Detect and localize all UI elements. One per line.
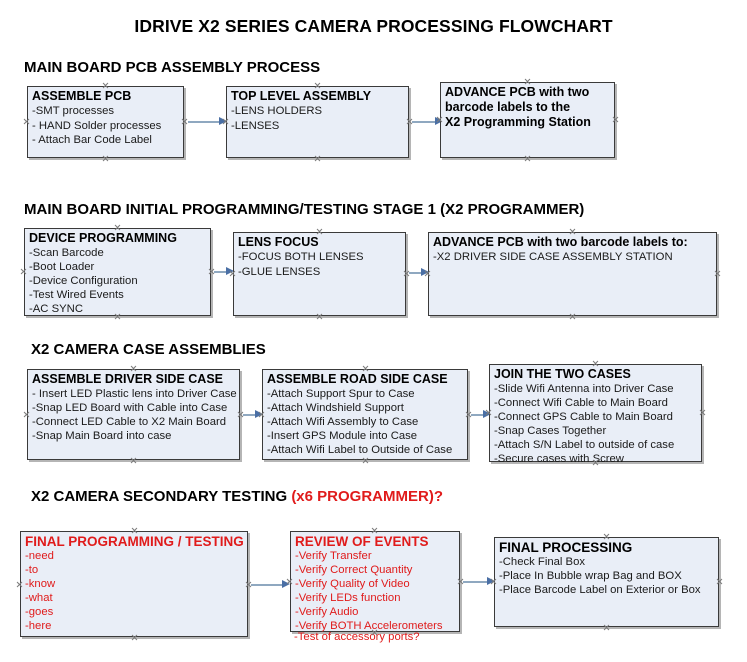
node-line: -Verify Transfer: [295, 550, 372, 562]
node-title: REVIEW OF EVENTS: [295, 534, 429, 549]
node-line: -Place In Bubble wrap Bag and BOX: [499, 570, 682, 582]
node-line: -AC SYNC: [29, 303, 83, 315]
node-title: ASSEMBLE ROAD SIDE CASE: [267, 372, 448, 386]
node-line: -GLUE LENSES: [238, 265, 321, 278]
arrow-line-lens-focus-to-advance-pcb: [409, 272, 423, 274]
node-line: -here: [25, 620, 52, 632]
node-line: -know: [25, 578, 56, 590]
node-line: -Device Configuration: [29, 275, 138, 287]
arrow-head-lens-focus-to-advance-pcb: [421, 268, 429, 276]
arrow-line-device-programming-to-lens-focus: [214, 271, 228, 273]
arrow-head-driver-side-to-road-side: [255, 410, 263, 418]
node-line: -need: [25, 550, 54, 562]
arrow-head-top-level-assembly-to-advance-pcb: [435, 117, 443, 125]
node-line: - Insert LED Plastic lens into Driver Ca…: [32, 388, 237, 400]
arrow-head-device-programming-to-lens-focus: [226, 267, 234, 275]
node-line: -Connect LED Cable to X2 Main Board: [32, 416, 227, 428]
node-title: DEVICE PROGRAMMING: [29, 231, 177, 245]
node-top-level-assembly[interactable]: TOP LEVEL ASSEMBLY -LENS HOLDERS -LENSES: [226, 86, 409, 158]
arrow-head-final-programming-to-review-of-events: [282, 580, 290, 588]
arrow-head-road-side-to-join-cases: [483, 410, 491, 418]
node-line: -Connect GPS Cable to Main Board: [494, 411, 673, 423]
section-heading-text: X2 CAMERA SECONDARY TESTING: [31, 488, 292, 505]
node-line: -Verify LEDs function: [295, 592, 401, 604]
section-heading-text: X2 CAMERA CASE ASSEMBLIES: [31, 341, 266, 358]
arrow-line-driver-side-to-road-side: [243, 414, 257, 416]
node-advance-pcb-to-x2-programming-station[interactable]: ADVANCE PCB with two barcode labels to t…: [440, 82, 615, 158]
node-assemble-pcb[interactable]: ASSEMBLE PCB -SMT processes - HAND Solde…: [27, 86, 184, 158]
node-line: -Verify BOTH Accelerometers: [295, 620, 443, 632]
arrow-head-assemble-pcb-to-top-level-assembly: [219, 117, 227, 125]
section-heading-main-board-pcb-assembly-process: MAIN BOARD PCB ASSEMBLY PROCESS: [24, 59, 320, 76]
node-line: -to: [25, 564, 39, 576]
arrow-line-assemble-pcb-to-top-level-assembly: [188, 121, 221, 123]
node-lens-focus[interactable]: LENS FOCUS -FOCUS BOTH LENSES -GLUE LENS…: [233, 232, 406, 316]
node-line: -Place Barcode Label on Exterior or Box: [499, 584, 701, 596]
node-line: -Verify Correct Quantity: [295, 564, 413, 576]
node-join-the-two-cases[interactable]: JOIN THE TWO CASES -Slide Wifi Antenna i…: [489, 364, 702, 465]
node-line: -Attach Wifi Assembly to Case: [267, 416, 419, 428]
node-line: -Attach S/N Label to outside of case: [494, 439, 675, 451]
node-overflow-line-review-of-events: -Test of accessory ports?: [294, 631, 420, 643]
node-title: LENS FOCUS: [238, 235, 319, 249]
node-line: -Secure cases with Screw: [494, 453, 624, 465]
node-line: -Attach Support Spur to Case: [267, 388, 415, 400]
section-heading-text: MAIN BOARD PCB ASSEMBLY PROCESS: [24, 59, 321, 76]
section-heading-text: MAIN BOARD INITIAL PROGRAMMING/TESTING S…: [24, 201, 585, 218]
node-line: -Attach Windshield Support: [267, 402, 404, 414]
node-line: -Scan Barcode: [29, 247, 104, 259]
node-title: FINAL PROCESSING: [499, 540, 633, 555]
section-heading-accent: (x6 PROGRAMMER)?: [291, 488, 443, 505]
node-assemble-driver-side-case[interactable]: ASSEMBLE DRIVER SIDE CASE - Insert LED P…: [27, 369, 240, 460]
node-line: -Verify Audio: [295, 606, 359, 618]
node-title: ADVANCE PCB with two: [445, 85, 590, 99]
node-advance-pcb-to-driver-side-case-assembly[interactable]: ADVANCE PCB with two barcode labels to: …: [428, 232, 717, 316]
node-title: JOIN THE TWO CASES: [494, 367, 631, 381]
node-line: - Attach Bar Code Label: [32, 134, 152, 147]
node-title-line3: X2 Programming Station: [445, 115, 591, 129]
node-line: -Test Wired Events: [29, 289, 124, 301]
node-title: TOP LEVEL ASSEMBLY: [231, 89, 372, 103]
arrow-line-road-side-to-join-cases: [471, 414, 485, 416]
section-heading-x2-camera-case-assemblies: X2 CAMERA CASE ASSEMBLIES: [31, 341, 266, 358]
node-final-programming-testing[interactable]: FINAL PROGRAMMING / TESTING -need -to -k…: [20, 531, 248, 637]
node-line: -Connect Wifi Cable to Main Board: [494, 397, 668, 409]
node-title-line2: barcode labels to the: [445, 100, 571, 114]
node-line: -Snap Main Board into case: [32, 430, 172, 442]
section-heading-main-board-initial-programming-testing-stage-1: MAIN BOARD INITIAL PROGRAMMING/TESTING S…: [24, 201, 584, 218]
node-title: ASSEMBLE PCB: [32, 89, 132, 103]
node-title: FINAL PROGRAMMING / TESTING: [25, 534, 244, 549]
node-line: -Insert GPS Module into Case: [267, 430, 418, 442]
node-line: -FOCUS BOTH LENSES: [238, 251, 364, 263]
node-line: -LENSES: [231, 119, 280, 132]
node-line: - HAND Solder processes: [32, 119, 162, 132]
arrow-head-review-of-events-to-final-processing: [487, 577, 495, 585]
node-line: -Slide Wifi Antenna into Driver Case: [494, 383, 674, 395]
node-line: -Snap LED Board with Cable into Case: [32, 402, 228, 414]
arrow-line-review-of-events-to-final-processing: [463, 581, 489, 583]
arrow-line-final-programming-to-review-of-events: [251, 584, 284, 586]
node-final-processing[interactable]: FINAL PROCESSING -Check Final Box -Place…: [494, 537, 719, 627]
node-line: -Boot Loader: [29, 261, 95, 273]
node-line: -Snap Cases Together: [494, 425, 607, 437]
node-line: -Verify Quality of Video: [295, 578, 410, 590]
node-line: -SMT processes: [32, 105, 115, 117]
node-line: -LENS HOLDERS: [231, 105, 323, 117]
node-line: -Attach Wifi Label to Outside of Case: [267, 444, 453, 456]
section-heading-x2-camera-secondary-testing: X2 CAMERA SECONDARY TESTING (x6 PROGRAMM…: [31, 488, 443, 505]
arrow-line-top-level-assembly-to-advance-pcb: [412, 121, 437, 123]
node-review-of-events[interactable]: REVIEW OF EVENTS -Verify Transfer -Verif…: [290, 531, 460, 632]
node-line: -Check Final Box: [499, 556, 586, 568]
node-assemble-road-side-case[interactable]: ASSEMBLE ROAD SIDE CASE -Attach Support …: [262, 369, 468, 460]
node-line: -X2 DRIVER SIDE CASE ASSEMBLY STATION: [433, 251, 673, 263]
page-title: IDRIVE X2 SERIES CAMERA PROCESSING FLOWC…: [134, 16, 613, 36]
node-device-programming[interactable]: DEVICE PROGRAMMING -Scan Barcode -Boot L…: [24, 228, 211, 316]
node-line: -goes: [25, 606, 54, 618]
node-title: ADVANCE PCB with two barcode labels to:: [433, 235, 688, 249]
node-line: -what: [25, 592, 53, 604]
node-title: ASSEMBLE DRIVER SIDE CASE: [32, 372, 224, 386]
